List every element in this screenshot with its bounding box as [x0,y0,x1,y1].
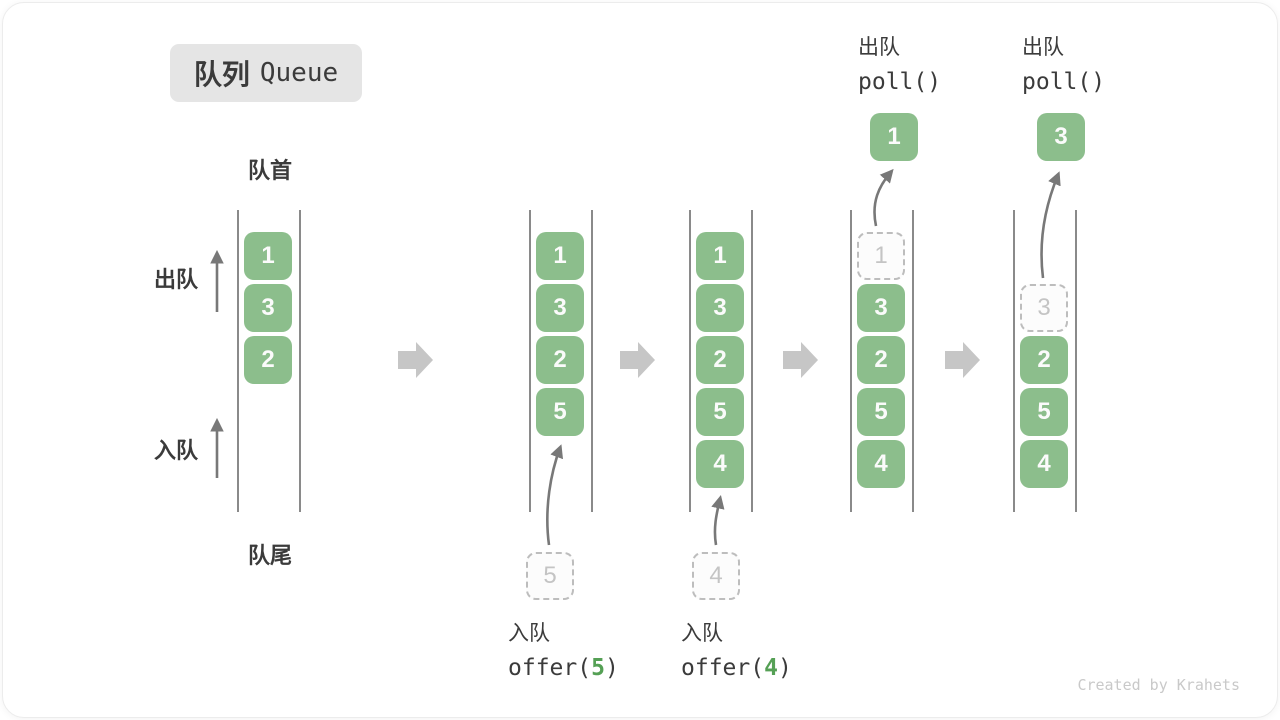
enqueue-label: 入队 [153,438,198,463]
queue-item: 4 [696,440,744,488]
poll-3-header: 出队 poll() [1022,30,1105,100]
offer-5-caption: 入队 offer(5) [508,616,619,686]
queue-item: 1 [536,232,584,280]
poll-1-code: poll() [858,69,942,95]
queue-item: 4 [1020,440,1068,488]
popped-item: 3 [1037,113,1085,161]
title-en: Queue [259,58,339,88]
queue-rear-label: 队尾 [247,543,292,568]
queue-item: 3 [857,284,905,332]
poll-1-op-label: 出队 [858,36,900,59]
title-zh: 队列 [193,59,250,90]
queue-wall [689,210,691,512]
queue-item: 5 [1020,388,1068,436]
queue-item: 2 [1020,336,1068,384]
poll-1-header: 出队 poll() [858,30,941,100]
queue-item: 3 [696,284,744,332]
queue-item: 2 [696,336,744,384]
queue-wall [912,210,914,512]
pending-item: 4 [692,552,740,600]
poll-3-op-label: 出队 [1022,36,1064,59]
queue-wall [591,210,593,512]
queue-wall [751,210,753,512]
queue-front-label: 队首 [247,158,292,183]
queue-item: 3 [536,284,584,332]
offer-4-op-label: 入队 [681,622,723,645]
popped-item: 1 [870,113,918,161]
offer-5-op-label: 入队 [508,622,550,645]
title-badge: 队列 Queue [170,44,362,102]
pending-item: 5 [526,552,574,600]
offer-4-code: offer(4) [681,655,792,681]
queue-item: 5 [857,388,905,436]
queue-item: 5 [536,388,584,436]
dequeue-label: 出队 [153,267,198,292]
offer-5-code: offer(5) [508,655,619,681]
queue-item: 2 [244,336,292,384]
offer-4-caption: 入队 offer(4) [681,616,792,686]
queue-wall [299,210,301,512]
queue-wall [850,210,852,512]
poll-3-code: poll() [1022,69,1106,95]
queue-wall [529,210,531,512]
queue-item: 2 [857,336,905,384]
queue-wall [237,210,239,512]
queue-wall [1013,210,1015,512]
queue-item: 5 [696,388,744,436]
queue-item: 1 [696,232,744,280]
queue-item: 2 [536,336,584,384]
queue-item: 1 [244,232,292,280]
queue-item: 3 [244,284,292,332]
queue-item-ghost: 1 [857,232,905,280]
queue-item-ghost: 3 [1020,284,1068,332]
queue-item: 4 [857,440,905,488]
queue-wall [1075,210,1077,512]
watermark: Created by Krahets [1077,676,1240,694]
